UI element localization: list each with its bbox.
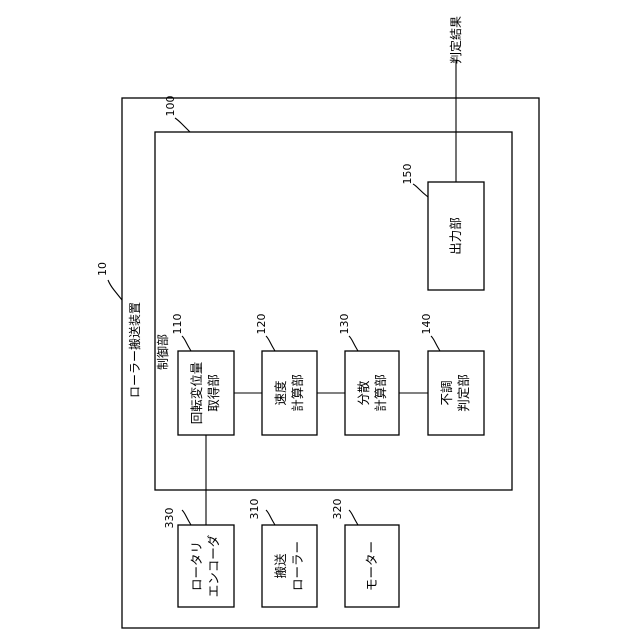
- block-140: 不調 判定部: [428, 351, 484, 435]
- block-330-line2: エンコーダ: [206, 535, 221, 598]
- block-130-line1: 分散: [356, 380, 371, 406]
- apparatus-title: ローラー搬送装置: [127, 302, 142, 398]
- leader-10: [108, 280, 122, 300]
- block-120: 速度 計算部: [262, 351, 317, 435]
- block-320: モーター: [345, 525, 399, 607]
- ref-120: 120: [255, 314, 268, 335]
- ref-10: 10: [96, 262, 109, 276]
- block-310: 搬送 ローラー: [262, 525, 317, 607]
- ref-110: 110: [171, 314, 184, 335]
- block-130: 分散 計算部: [345, 351, 399, 435]
- ref-320: 320: [331, 499, 344, 520]
- controller-title: 制御部: [155, 334, 170, 370]
- block-140-line2: 判定部: [456, 374, 471, 412]
- block-310-line2: ローラー: [290, 541, 305, 591]
- ref-310: 310: [248, 499, 261, 520]
- block-140-line1: 不調: [439, 380, 454, 405]
- block-110-line1: 回転変位量: [189, 362, 204, 425]
- block-110: 回転変位量 取得部: [178, 351, 234, 435]
- block-120-line2: 計算部: [290, 374, 305, 412]
- ref-140: 140: [420, 314, 433, 335]
- block-120-line1: 速度: [273, 380, 288, 406]
- ref-100: 100: [164, 96, 177, 117]
- ref-330: 330: [163, 508, 176, 529]
- block-130-line2: 計算部: [373, 374, 388, 412]
- block-150-label: 出力部: [448, 217, 463, 255]
- output-signal-label: 判定結果: [448, 16, 463, 64]
- ref-130: 130: [338, 314, 351, 335]
- block-330-line1: ロータリ: [189, 541, 204, 591]
- block-310-line1: 搬送: [273, 553, 288, 579]
- block-150: 出力部: [428, 182, 484, 290]
- block-320-label: モーター: [364, 541, 379, 591]
- block-110-line2: 取得部: [206, 374, 221, 412]
- block-330: ロータリ エンコーダ: [178, 525, 234, 607]
- ref-150: 150: [401, 164, 414, 185]
- diagram-rotated-layer: 回転変位量 取得部 速度 計算部 分散 計算部 不調 判定部 出力部 ロータリ …: [96, 16, 539, 628]
